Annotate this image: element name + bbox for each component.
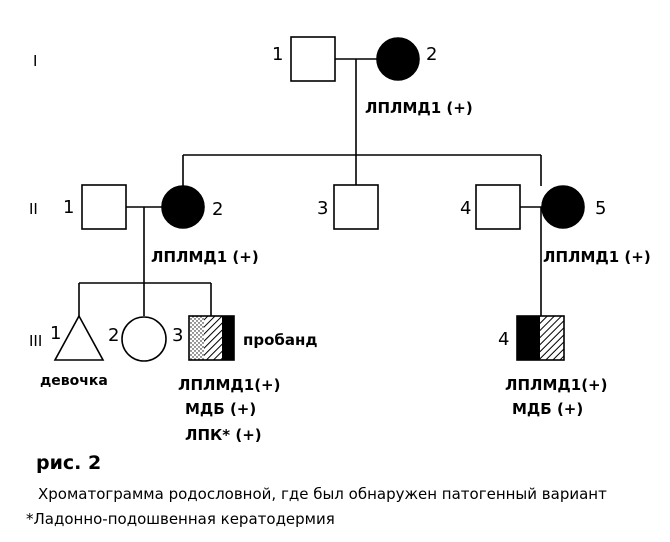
pedigree-chart: I II III 1 2 ЛПЛМД1 (+) 1 2 ЛПЛМД1 (+) 3… — [29, 36, 651, 444]
iii4-outline — [516, 315, 565, 361]
individual-ii3-number: 3 — [317, 198, 328, 219]
figure-description: Хроматограмма родословной, где был обнар… — [38, 485, 607, 503]
pedigree-lines — [78, 58, 562, 316]
generation-label-ii: II — [29, 200, 38, 218]
individual-i1-number: 1 — [272, 44, 283, 65]
proband-solid-segment — [222, 316, 234, 360]
individual-iii2-number: 2 — [108, 325, 119, 346]
proband-hatch-segment — [204, 316, 222, 360]
individual-ii2-number: 2 — [212, 199, 223, 220]
individual-ii3-male — [333, 184, 379, 230]
iii4-hatch-segment — [540, 316, 564, 360]
individual-i2-note: ЛПЛМД1 (+) — [365, 99, 473, 117]
individual-i2-female-affected — [376, 37, 420, 81]
individual-ii2-female-affected — [161, 185, 205, 229]
individual-ii4-number: 4 — [460, 198, 471, 219]
individual-ii4-male — [475, 184, 521, 230]
individual-iii3-note-2: МДБ (+) — [185, 400, 256, 418]
individual-iii4-number: 4 — [498, 329, 509, 350]
individual-iii3-label: пробанд — [243, 331, 317, 349]
generation-label-i: I — [33, 52, 37, 70]
proband-dots-segment — [189, 316, 204, 360]
individual-iii4-male-affected — [516, 315, 565, 361]
figure-footnote: *Ладонно-подошвенная кератодермия — [26, 510, 335, 528]
individual-ii5-note: ЛПЛМД1 (+) — [543, 248, 651, 266]
individual-iii1-label: девочка — [40, 373, 108, 389]
individual-ii1-number: 1 — [63, 197, 74, 218]
individual-iii1-triangle — [53, 314, 105, 361]
individual-i1-male — [290, 36, 336, 82]
figure-label: рис. 2 — [36, 452, 102, 474]
individual-i2-number: 2 — [426, 44, 437, 65]
proband-outline — [188, 315, 235, 361]
individual-ii1-male — [81, 184, 127, 230]
generation-label-iii: III — [29, 332, 42, 350]
individual-iii4-note-2: МДБ (+) — [512, 400, 583, 418]
individual-iii3-note-3: ЛПК* (+) — [185, 426, 262, 444]
individual-ii2-note: ЛПЛМД1 (+) — [151, 248, 259, 266]
individual-iii3-proband-male — [188, 315, 235, 361]
iii4-solid-segment — [517, 316, 540, 360]
individual-iii4-note-1: ЛПЛМД1(+) — [505, 376, 607, 394]
individual-iii3-number: 3 — [172, 325, 183, 346]
individual-ii5-female-affected — [541, 185, 585, 229]
individual-iii2-female — [121, 316, 167, 362]
individual-ii5-number: 5 — [595, 198, 606, 219]
individual-iii1-number: 1 — [50, 323, 61, 344]
individual-iii3-note-1: ЛПЛМД1(+) — [178, 376, 280, 394]
